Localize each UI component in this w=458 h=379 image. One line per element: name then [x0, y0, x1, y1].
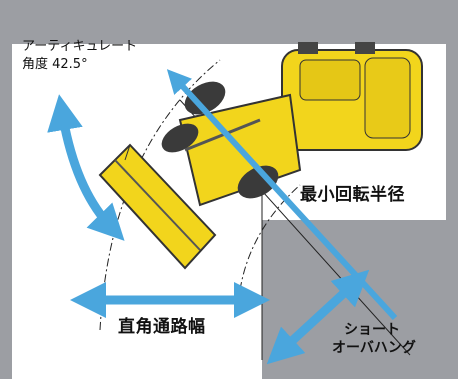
loader-rear-body [281, 42, 423, 151]
short-overhang-label-1: ショート [344, 322, 400, 338]
short-overhang-label-2: オーバハング [332, 340, 416, 356]
overhang-arrow [266, 269, 370, 365]
corridor-width-label: 直角通路幅 [118, 317, 206, 337]
center-line-arrow [166, 69, 398, 321]
articulation-arc-arrow [47, 94, 125, 241]
articulate-angle-label-2: 角度 42.5° [22, 57, 88, 72]
min-turning-radius-label: 最小回転半径 [300, 185, 405, 205]
articulate-angle-label-1: アーティキュレート [22, 39, 138, 54]
inner-turning-arc [239, 184, 301, 291]
